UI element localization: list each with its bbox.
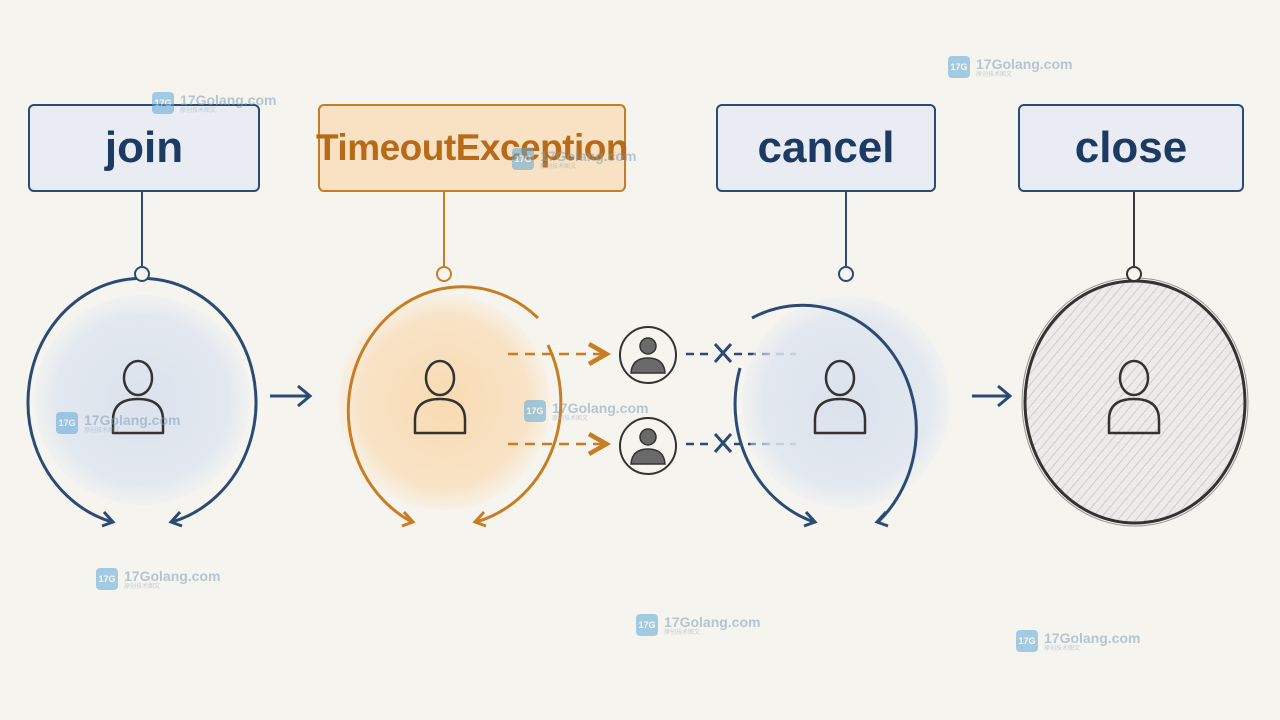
watermark-logo-icon: 17G <box>152 92 174 114</box>
timeout-exception-label: TimeoutException <box>315 127 629 168</box>
watermark-text: 17Golang.com <box>540 147 637 164</box>
watermark-logo-icon: 17G <box>636 614 658 636</box>
watermark-text: 17Golang.com <box>552 399 649 416</box>
watermark-subtitle: 原创技术图文 <box>1044 645 1081 652</box>
close-circle <box>1021 266 1249 527</box>
child-user-icon <box>619 326 677 384</box>
cancel-circle <box>733 266 950 528</box>
timeout-exception-circle <box>338 266 563 528</box>
watermark-logo-icon: 17G <box>1016 630 1038 652</box>
cross-icon <box>713 343 733 363</box>
watermark-subtitle: 原创技术图文 <box>664 629 701 636</box>
arrow-right-icon <box>270 384 313 408</box>
join-label: join <box>104 123 184 172</box>
join-label-box: join <box>28 104 260 192</box>
cancel-label: cancel <box>757 123 895 172</box>
timeout-exception-label-box: TimeoutException <box>315 104 629 192</box>
watermark-text: 17Golang.com <box>124 567 221 584</box>
watermark-logo-icon: 17G <box>948 56 970 78</box>
watermark-text: 17Golang.com <box>84 411 181 428</box>
user-icon <box>813 359 867 435</box>
watermark-subtitle: 原创技术图文 <box>124 583 161 590</box>
watermark-text: 17Golang.com <box>664 613 761 630</box>
watermark-subtitle: 原创技术图文 <box>84 427 121 434</box>
close-label-box: close <box>1018 104 1244 192</box>
cancel-label-box: cancel <box>716 104 936 192</box>
watermark-subtitle: 原创技术图文 <box>540 163 577 170</box>
watermark-logo-icon: 17G <box>96 568 118 590</box>
close-label: close <box>1074 123 1188 172</box>
user-icon <box>413 359 467 435</box>
watermark-text: 17Golang.com <box>180 91 277 108</box>
watermark-subtitle: 原创技术图文 <box>180 107 217 114</box>
arrow-right-icon <box>972 384 1013 408</box>
cross-icon <box>713 433 733 453</box>
child-user-icon <box>619 417 677 475</box>
watermark-subtitle: 原创技术图文 <box>976 71 1013 78</box>
watermark-logo-icon: 17G <box>524 400 546 422</box>
watermark-subtitle: 原创技术图文 <box>552 415 589 422</box>
connector-lines <box>141 192 1135 266</box>
watermark-text: 17Golang.com <box>976 55 1073 72</box>
join-circle <box>26 266 258 528</box>
watermark-logo-icon: 17G <box>512 148 534 170</box>
user-icon <box>111 359 165 435</box>
user-icon <box>1107 359 1161 435</box>
watermark-text: 17Golang.com <box>1044 629 1141 646</box>
watermark-logo-icon: 17G <box>56 412 78 434</box>
